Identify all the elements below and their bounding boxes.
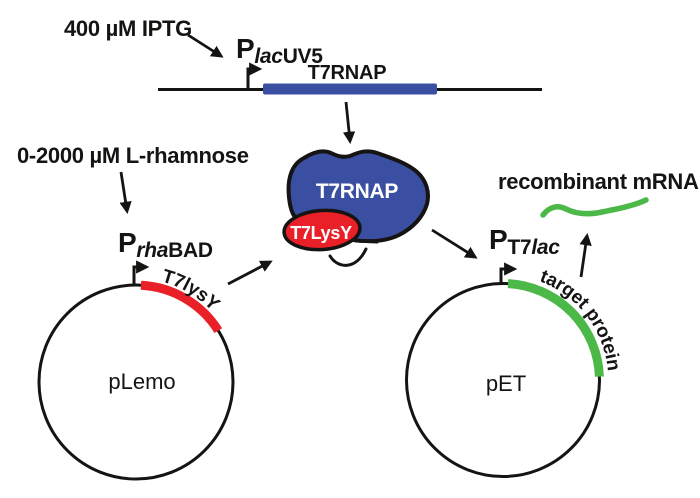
t7rnap-protein-label: T7RNAP (316, 180, 399, 203)
arrow-t7rnap-to-pt7lac (431, 228, 478, 259)
promoter-icon-prhabad (132, 260, 150, 286)
promoter-icon-pt7lac (499, 262, 518, 285)
plasmid-pet-circle (405, 282, 601, 478)
prhabad-label: PrhaBAD (118, 227, 213, 262)
t7lysy-protein-label: T7LysY (290, 223, 352, 243)
target-protein-gene-arc (507, 279, 604, 377)
mrna-squiggle (540, 197, 649, 218)
t7rnap-gene-label: T7RNAP (308, 62, 387, 84)
rhamnose-label: 0-2000 µM L-rhamnose (17, 143, 249, 168)
pt7lac-label: PT7lac (489, 224, 560, 259)
arrow-plemo-to-t7lysy-protein (227, 260, 273, 286)
plasmid-plemo-circle (37, 283, 235, 481)
iptg-label: 400 µM IPTG (64, 16, 192, 41)
arrow-iptg-to-placuv5 (187, 33, 224, 58)
recombinant-mrna-label: recombinant mRNA (498, 169, 699, 194)
t7rnap-gene-rect (263, 83, 437, 95)
t7lysy-protein-blob (282, 208, 362, 252)
plasmid-pet-label: pET (486, 371, 526, 396)
arrow-gene-to-mrna (579, 232, 592, 278)
promoter-icon-placuv5 (246, 62, 263, 90)
arrow-gene-to-t7rnap-protein (342, 101, 356, 145)
inhibition-arrow-icon (328, 247, 368, 267)
inhibition-bar-icon (354, 239, 379, 244)
t7lysy-gene-arc (140, 280, 223, 334)
arrow-rhamnose-to-prhabad (119, 171, 132, 215)
plasmid-plemo-label: pLemo (108, 369, 175, 394)
placuv5-label: PlacUV5 (236, 33, 323, 68)
